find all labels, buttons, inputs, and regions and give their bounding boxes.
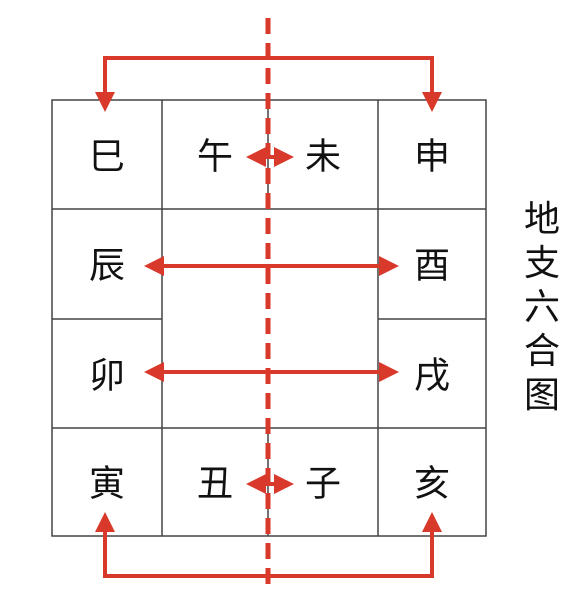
cell-yin: 寅: [89, 464, 125, 505]
title-char-3: 六: [523, 287, 560, 328]
cell-chou: 丑: [197, 464, 233, 505]
title-char-4: 合: [523, 331, 560, 372]
cell-wu: 午: [197, 137, 233, 178]
cell-wei: 未: [305, 137, 341, 178]
cell-chen: 辰: [89, 246, 125, 287]
cell-labels: 巳 午 未 申 辰 酉 卯 戌 寅 丑 子 亥: [89, 137, 450, 505]
cell-mao: 卯: [89, 356, 125, 397]
cell-you: 酉: [414, 246, 450, 287]
cell-shen: 申: [414, 137, 450, 178]
cell-si: 巳: [89, 137, 125, 178]
cell-zi: 子: [305, 464, 341, 505]
cell-hai: 亥: [414, 464, 450, 505]
title-char-1: 地: [523, 199, 560, 240]
cell-xu: 戌: [414, 356, 450, 397]
title-char-2: 支: [523, 243, 560, 284]
title-char-5: 图: [523, 375, 560, 416]
